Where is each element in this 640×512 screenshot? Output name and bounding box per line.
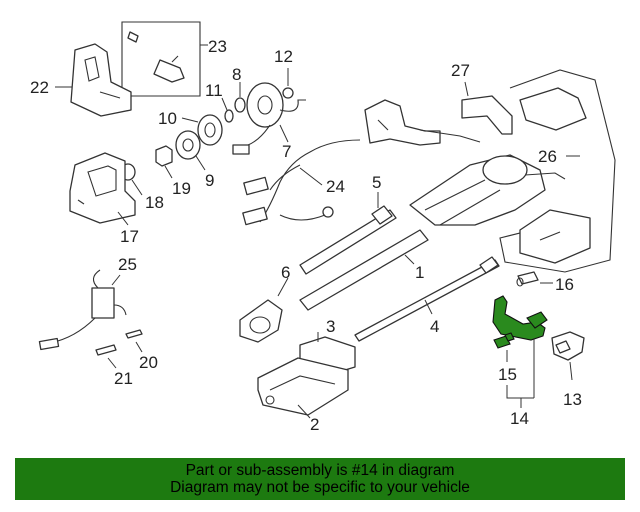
banner-line-2: Diagram may not be specific to your vehi… xyxy=(170,479,470,496)
callout-12: 12 xyxy=(274,47,293,66)
part-13-switch xyxy=(551,331,585,381)
callout-26: 26 xyxy=(538,147,557,166)
callout-3: 3 xyxy=(326,317,335,336)
part-20-pin xyxy=(125,329,143,353)
part-10-switch xyxy=(181,114,223,146)
callout-16: 16 xyxy=(555,275,574,294)
callout-2: 2 xyxy=(310,415,319,434)
callout-14-bracket xyxy=(506,338,535,408)
part-15-highlighted-part xyxy=(493,332,515,362)
callout-25: 25 xyxy=(118,255,137,274)
callout-22: 22 xyxy=(30,78,49,97)
part-6-boot xyxy=(239,277,289,343)
callout-6: 6 xyxy=(281,263,290,282)
callout-23: 23 xyxy=(208,37,227,56)
callout-11: 11 xyxy=(205,81,223,100)
part-2-lower-bracket xyxy=(257,357,349,419)
callout-18: 18 xyxy=(145,193,164,212)
callout-8: 8 xyxy=(232,65,241,84)
part-16-bushing xyxy=(516,271,553,287)
part-27-trim xyxy=(461,81,513,135)
callout-10: 10 xyxy=(158,109,177,128)
callout-24: 24 xyxy=(326,177,345,196)
callout-1: 1 xyxy=(415,263,424,282)
part-26-column-cover xyxy=(499,69,616,273)
callout-15: 15 xyxy=(498,365,517,384)
callout-7: 7 xyxy=(282,142,291,161)
part-25-module xyxy=(38,269,127,351)
part-22-bracket xyxy=(55,43,132,117)
callout-5: 5 xyxy=(372,173,381,192)
part-column-upper xyxy=(364,99,481,146)
callout-20: 20 xyxy=(139,353,158,372)
callout-17: 17 xyxy=(120,227,139,246)
part-1-steering-column xyxy=(299,154,566,311)
callout-4: 4 xyxy=(430,317,439,336)
part-8-clip xyxy=(234,82,246,113)
part-7-clock-spring xyxy=(232,82,306,155)
part-5-shaft xyxy=(299,192,397,275)
part-19-bushing xyxy=(155,145,173,179)
banner-line-1: Part or sub-assembly is #14 in diagram xyxy=(185,462,455,479)
part-4-lower-shaft xyxy=(354,256,500,342)
part-12-ring xyxy=(282,68,294,99)
part-21-pin xyxy=(95,344,117,369)
callout-14: 14 xyxy=(510,409,529,428)
info-banner: Part or sub-assembly is #14 in diagram D… xyxy=(15,458,625,500)
callout-9: 9 xyxy=(205,171,214,190)
callout-27: 27 xyxy=(451,61,470,80)
callout-13: 13 xyxy=(563,390,582,409)
part-17-lock-housing xyxy=(69,152,136,226)
part-14-highlighted-assembly xyxy=(492,295,548,341)
parts-diagram: 23 22 12 8 11 7 10 xyxy=(30,21,616,434)
part-23-bolt-kit xyxy=(121,21,208,97)
part-24-wiring-harness xyxy=(242,139,361,226)
callout-21: 21 xyxy=(114,369,133,388)
part-11-washer xyxy=(221,97,234,123)
callout-19: 19 xyxy=(172,179,191,198)
part-9-switch-housing xyxy=(175,130,206,171)
